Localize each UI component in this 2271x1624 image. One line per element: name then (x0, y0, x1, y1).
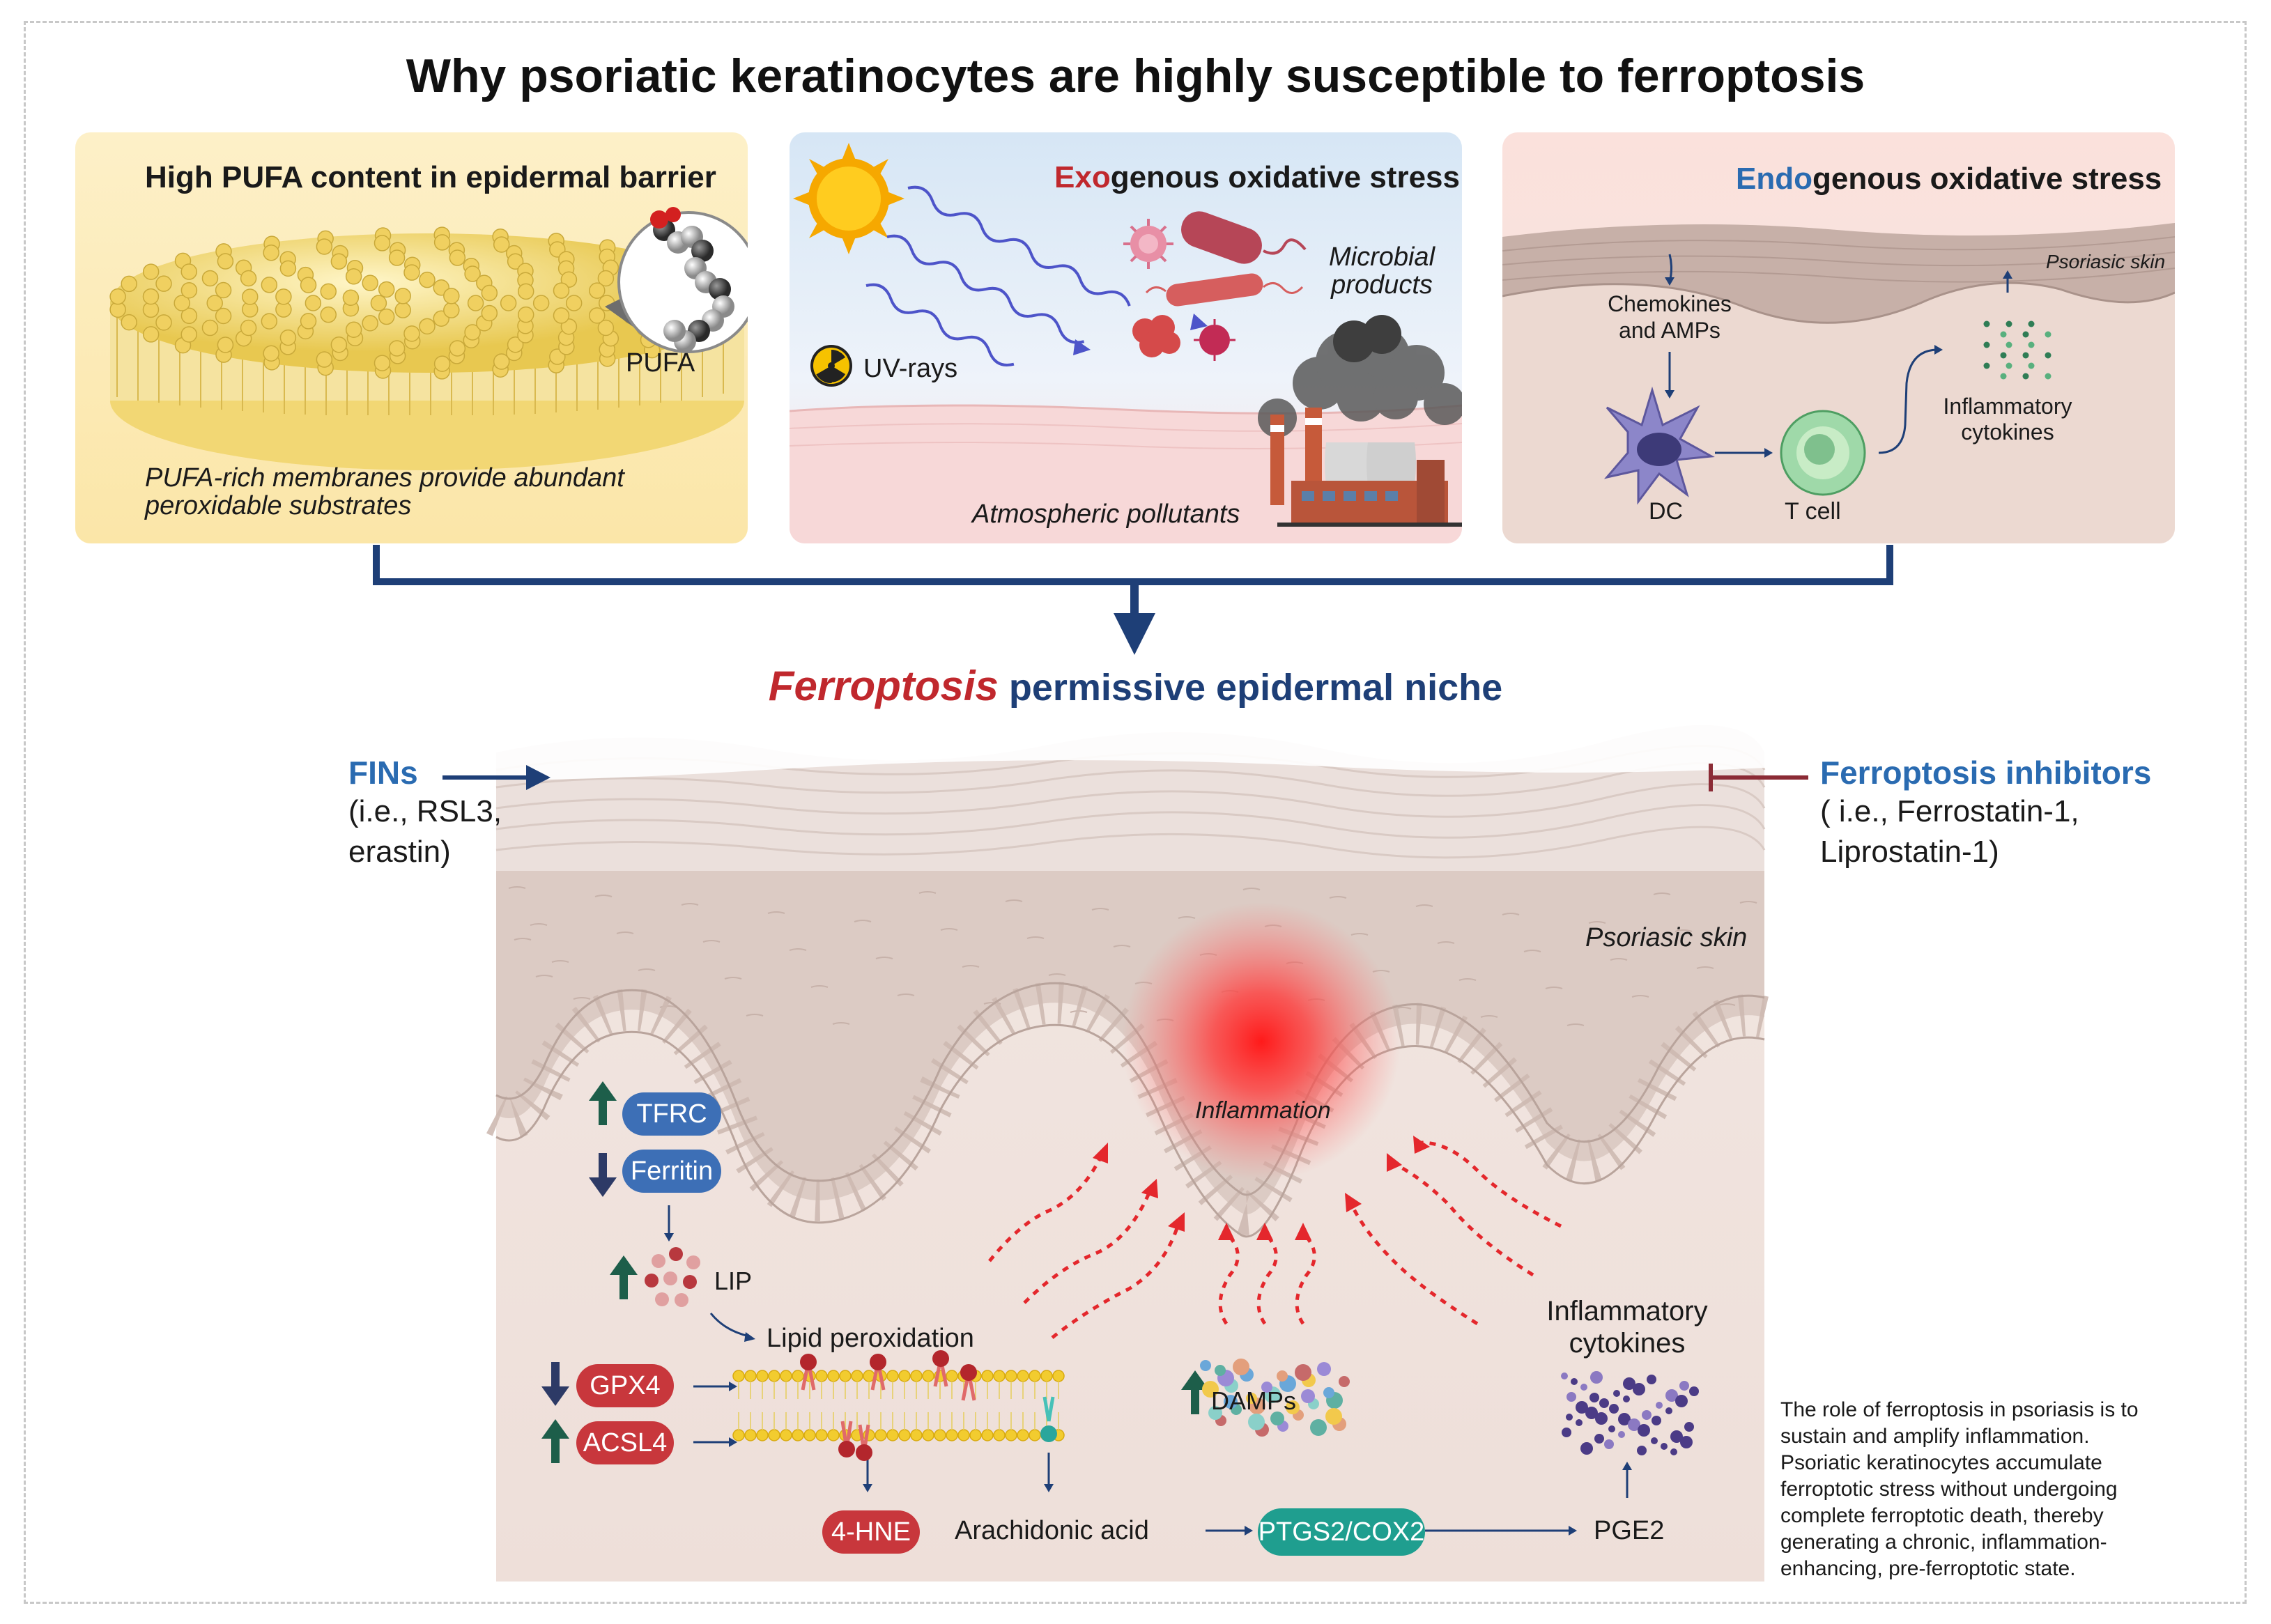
factory-icon (1258, 315, 1462, 527)
panel3-skin-label: Psoriasic skin (2046, 251, 2166, 272)
endogenous-scene (1502, 223, 2175, 543)
cytokines-line1: Inflammatory (1546, 1296, 1708, 1327)
fins-title: FINs (348, 755, 418, 791)
cytokines-line2: cytokines (1569, 1328, 1686, 1359)
ferritin-pill: Ferritin (622, 1150, 721, 1193)
summary-text: The role of ferroptosis in psoriasis is … (1780, 1398, 2139, 1580)
regulation-arrows (541, 1081, 1209, 1463)
inhibitors-title: Ferroptosis inhibitors (1820, 755, 2152, 791)
inflammation-signal-arrows (988, 1140, 1562, 1339)
pufa-label: PUFA (626, 348, 695, 378)
damps-icon (1200, 1359, 1350, 1437)
panel-pufa: High PUFA content in epidermal barrier P… (75, 132, 748, 543)
inflammation-label: Inflammation (1195, 1097, 1331, 1124)
uv-waves (865, 185, 1131, 366)
lip-up-icon (610, 1255, 638, 1275)
panel-endogenous: Endogenous oxidative stress (1502, 132, 2175, 543)
tfrc-up-icon (589, 1081, 617, 1101)
ptgs2-pill: PTGS2/COX2 (1258, 1508, 1425, 1556)
pufa-caption-line2: peroxidable substrates (145, 491, 412, 520)
figure-frame (24, 21, 2247, 1604)
pollutants-label: Atmospheric pollutants (972, 500, 1240, 529)
panel-pufa-title: High PUFA content in epidermal barrier (145, 160, 716, 194)
damps-up-icon (1181, 1370, 1209, 1390)
pufa-caption-line1: PUFA-rich membranes provide abundant (145, 463, 624, 493)
lip-label: LIP (714, 1267, 753, 1295)
chemokines-line2: and AMPs (1619, 318, 1720, 343)
microbes-icon (1123, 211, 1307, 361)
psoriasic-skin-label: Psoriasic skin (1585, 923, 1748, 952)
dendritic-cell-icon (1603, 386, 1715, 505)
tfrc-pill: TFRC (622, 1092, 721, 1136)
panel-endogenous-title: Endogenous oxidative stress (1736, 162, 2162, 196)
panel3-cytokines-line1: Inflammatory (1943, 394, 2072, 419)
gpx4-pill: GPX4 (576, 1364, 674, 1407)
acsl4-pill: ACSL4 (576, 1421, 674, 1464)
pathway-arrows (668, 1205, 1629, 1532)
figure-title: Why psoriatic keratinocytes are highly s… (406, 49, 1865, 102)
pge2-label: PGE2 (1594, 1516, 1665, 1545)
inhibitors-line1: ( i.e., Ferrostatin-1, (1820, 794, 2079, 828)
exogenous-scene (790, 143, 1462, 543)
arachidonic-label: Arachidonic acid (955, 1516, 1149, 1545)
dc-label: DC (1649, 498, 1684, 525)
panel3-cytokines-line2: cytokines (1961, 419, 2054, 444)
microbial-line1: Microbial (1328, 242, 1435, 272)
tcell-label: T cell (1785, 498, 1841, 525)
lipid-bilayer-disc (109, 207, 748, 470)
hne-pill: 4-HNE (822, 1510, 920, 1554)
panel-exogenous: Exogenous oxidative stress (790, 132, 1462, 543)
ferritin-down-icon (589, 1177, 617, 1197)
lip-iron-icon (645, 1247, 700, 1307)
lipid-membrane (732, 1350, 1065, 1461)
sun-icon (793, 143, 904, 254)
t-cell-icon (1780, 410, 1866, 496)
panel-exogenous-title: Exogenous oxidative stress (1054, 160, 1460, 194)
inhibitors-line2: Liprostatin-1) (1820, 835, 1999, 869)
gpx4-down-icon (541, 1386, 569, 1406)
acsl4-up-icon (541, 1419, 569, 1439)
chemokines-line1: Chemokines (1608, 291, 1732, 316)
inflammation-glow (1122, 902, 1401, 1181)
fins-line2: erastin) (348, 835, 451, 869)
uv-label: UV-rays (863, 354, 958, 383)
damps-label: DAMPs (1211, 1386, 1297, 1415)
microbial-line2: products (1331, 270, 1433, 300)
lipid-peroxidation-label: Lipid peroxidation (767, 1324, 974, 1353)
niche-title: Ferroptosis permissive epidermal niche (768, 663, 1503, 709)
radiation-icon (810, 345, 852, 387)
fins-line1: (i.e., RSL3, (348, 794, 502, 828)
cytokines-icon (1561, 1371, 1699, 1455)
